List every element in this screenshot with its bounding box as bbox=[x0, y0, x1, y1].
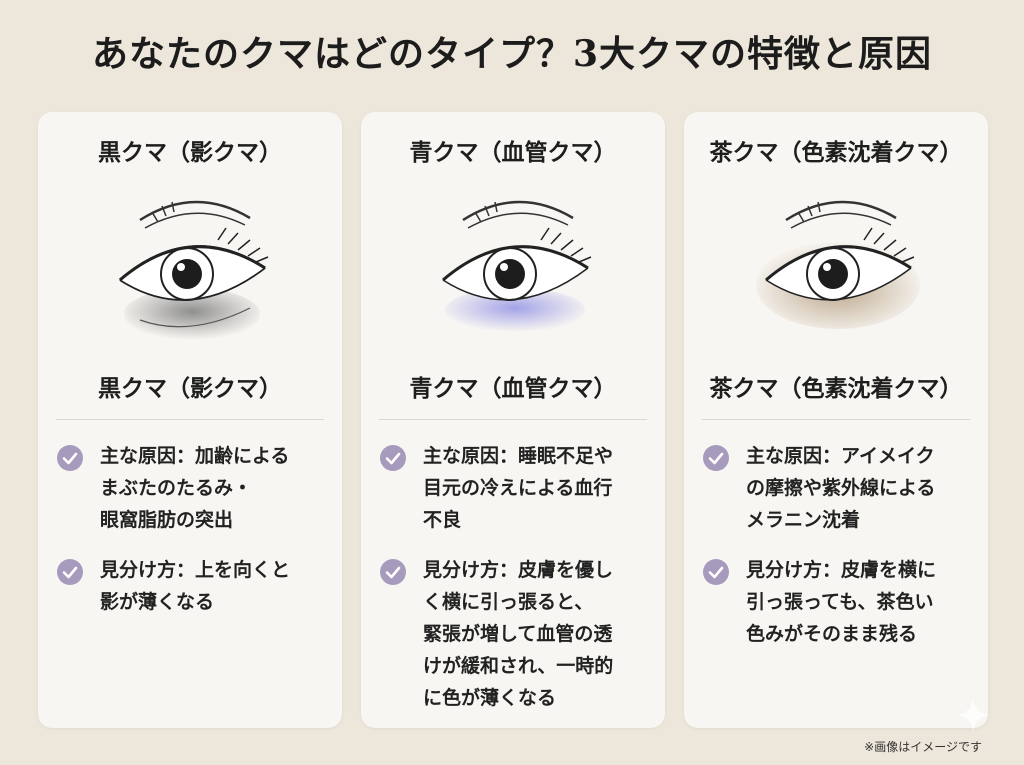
eye-illustration bbox=[119, 200, 269, 340]
bullet-cause: 主な原因：アイメイクの摩擦や紫外線によるメラニン沈着 bbox=[702, 440, 974, 536]
card-title: 青クマ（血管クマ） bbox=[409, 140, 617, 166]
bullet-text: 見分け方：皮膚を横に引っ張っても、茶色い色みがそのまま残る bbox=[746, 559, 937, 645]
bullet-text: 見分け方：皮膚を優しく横に引っ張ると、緊張が増して血管の透けが緩和され、一時的に… bbox=[423, 559, 614, 709]
bullet-text: 主な原因：アイメイクの摩擦や紫外線によるメラニン沈着 bbox=[746, 445, 936, 531]
bullet-list: 主な原因：加齢によるまぶたのたるみ・眼窩脂肪の突出 見分け方：上を向くと影が薄く… bbox=[56, 440, 328, 636]
divider bbox=[702, 419, 970, 420]
check-circle-icon bbox=[703, 445, 729, 471]
divider bbox=[56, 419, 324, 420]
eye-illustration bbox=[756, 200, 920, 329]
card-subtitle: 茶クマ（色素沈着クマ） bbox=[709, 376, 963, 402]
card-brown-circles: 茶クマ（色素沈着クマ） 茶 bbox=[684, 112, 988, 728]
page-title: あなたのクマはどのタイプ？3大クマの特徴と原因 bbox=[91, 33, 933, 75]
card-title: 黒クマ（影クマ） bbox=[98, 140, 282, 166]
card-subtitle: 黒クマ（影クマ） bbox=[98, 376, 282, 402]
type-cards: 黒クマ（影クマ） bbox=[38, 112, 988, 728]
bullet-list: 主な原因：アイメイクの摩擦や紫外線によるメラニン沈着 見分け方：皮膚を横に引っ張… bbox=[702, 440, 974, 668]
card-title: 茶クマ（色素沈着クマ） bbox=[709, 140, 963, 166]
bullet-text: 見分け方：上を向くと影が薄くなる bbox=[100, 559, 291, 613]
bullet-identify: 見分け方：皮膚を優しく横に引っ張ると、緊張が増して血管の透けが緩和され、一時的に… bbox=[379, 554, 651, 714]
card-blue-circles: 青クマ（血管クマ） 青クマ bbox=[361, 112, 665, 728]
bullet-list: 主な原因：睡眠不足や目元の冷えによる血行不良 見分け方：皮膚を優しく横に引っ張る… bbox=[379, 440, 651, 732]
sparkle-icon bbox=[957, 699, 989, 731]
check-circle-icon bbox=[57, 445, 83, 471]
bullet-cause: 主な原因：睡眠不足や目元の冷えによる血行不良 bbox=[379, 440, 651, 536]
check-circle-icon bbox=[57, 559, 83, 585]
card-black-circles: 黒クマ（影クマ） bbox=[38, 112, 342, 728]
bullet-identify: 見分け方：皮膚を横に引っ張っても、茶色い色みがそのまま残る bbox=[702, 554, 974, 650]
image-note: ※画像はイメージです bbox=[864, 740, 982, 754]
bullet-text: 主な原因：睡眠不足や目元の冷えによる血行不良 bbox=[423, 445, 614, 531]
bullet-cause: 主な原因：加齢によるまぶたのたるみ・眼窩脂肪の突出 bbox=[56, 440, 328, 536]
bullet-text: 主な原因：加齢によるまぶたのたるみ・眼窩脂肪の突出 bbox=[100, 445, 290, 531]
divider bbox=[379, 419, 647, 420]
bullet-identify: 見分け方：上を向くと影が薄くなる bbox=[56, 554, 328, 618]
eye-illustration bbox=[442, 200, 592, 332]
check-circle-icon bbox=[380, 559, 406, 585]
check-circle-icon bbox=[703, 559, 729, 585]
card-subtitle: 青クマ（血管クマ） bbox=[409, 376, 617, 402]
check-circle-icon bbox=[380, 445, 406, 471]
